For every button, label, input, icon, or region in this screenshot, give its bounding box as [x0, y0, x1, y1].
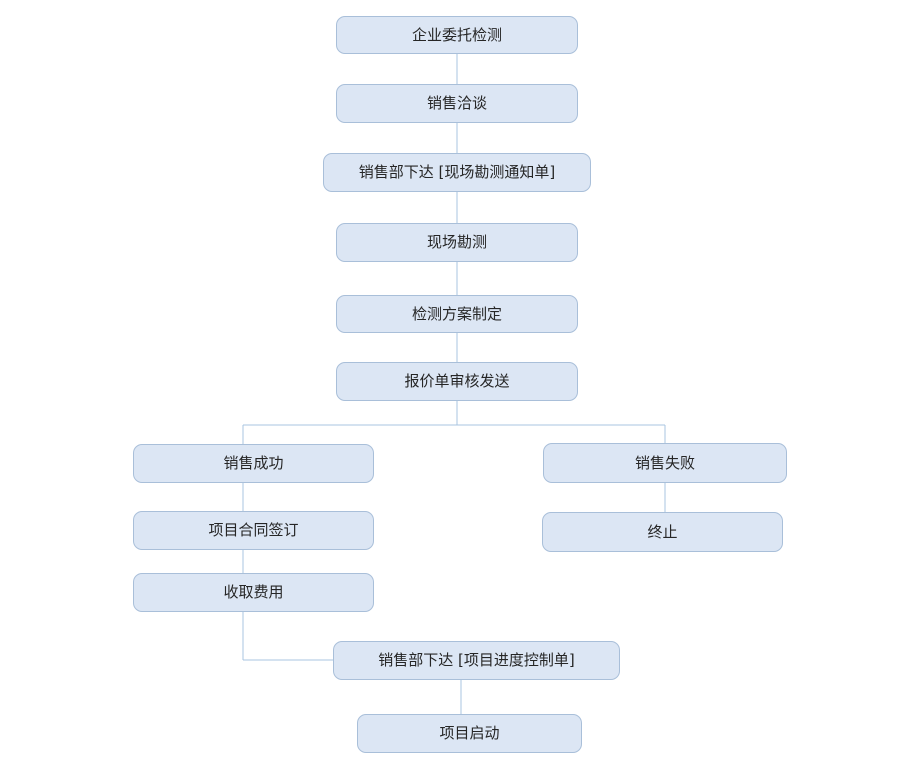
flow-node-label: 项目合同签订: [208, 521, 299, 539]
flow-node-label: 销售失败: [634, 453, 695, 472]
flow-node-label: 销售成功: [223, 454, 284, 472]
flow-node-quotation-review-send: 报价单审核发送: [336, 362, 578, 401]
flow-node-sales-negotiation: 销售洽谈: [336, 84, 578, 123]
flow-node-label: 终止: [647, 522, 678, 541]
flow-node-label: 现场勘测: [426, 233, 487, 251]
flow-node-project-contract-signing: 项目合同签订: [133, 511, 374, 550]
flow-node-enterprise-commission-testing: 企业委托检测: [336, 16, 578, 54]
flow-node-project-launch: 项目启动: [357, 714, 582, 753]
flow-node-label: 销售洽谈: [426, 94, 487, 112]
flow-node-label: 企业委托检测: [411, 25, 502, 44]
flow-node-sales-dept-progress-control: 销售部下达 [项目进度控制单]: [333, 641, 620, 680]
flow-node-label: 收取费用: [223, 583, 284, 601]
flow-node-label: 报价单审核发送: [404, 372, 510, 390]
flow-node-sales-dept-site-survey-notice: 销售部下达 [现场勘测通知单]: [323, 153, 591, 192]
flow-node-site-survey: 现场勘测: [336, 223, 578, 262]
flow-node-label: 检测方案制定: [411, 304, 502, 323]
flow-node-terminate: 终止: [542, 512, 783, 552]
flow-node-testing-plan-formulation: 检测方案制定: [336, 295, 578, 333]
flow-node-sales-failure: 销售失败: [543, 443, 787, 483]
flow-node-collect-fees: 收取费用: [133, 573, 374, 612]
flow-node-label: 销售部下达 [项目进度控制单]: [378, 651, 575, 669]
flow-node-sales-success: 销售成功: [133, 444, 374, 483]
flow-node-label: 销售部下达 [现场勘测通知单]: [358, 163, 556, 181]
flow-node-label: 项目启动: [439, 724, 500, 742]
